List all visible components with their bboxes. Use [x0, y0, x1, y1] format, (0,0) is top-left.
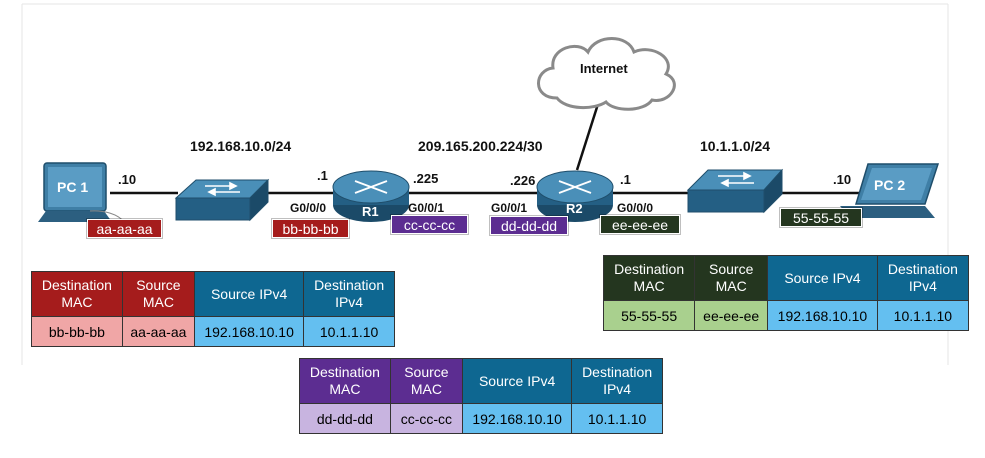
pc2-icon: [840, 163, 940, 218]
r1-icon: [332, 170, 410, 222]
cell-dest-mac: bb-bb-bb: [31, 316, 123, 347]
cell-src-mac: ee-ee-ee: [694, 300, 769, 331]
frame-table-r1-r2: Destination MAC Source MAC Source IPv4 D…: [299, 358, 663, 434]
col-header-src-mac: Source MAC: [389, 358, 464, 404]
network-label-lan1: 192.168.10.0/24: [190, 138, 292, 154]
internet-label: Internet: [580, 61, 628, 76]
col-header-dest-ipv4: Destination IPv4: [571, 358, 663, 404]
col-header-src-mac: Source MAC: [694, 255, 769, 301]
r2-g001-iface-label: G0/0/1: [491, 201, 528, 215]
table-row: 55-55-55 ee-ee-ee 192.168.10.10 10.1.1.1…: [602, 300, 970, 331]
internet-cloud: [537, 37, 676, 111]
r1-g001-host-label: .225: [413, 171, 439, 186]
r2-label: R2: [566, 201, 583, 216]
table-row: dd-dd-dd cc-cc-cc 192.168.10.10 10.1.1.1…: [299, 403, 663, 434]
cell-src-ipv4: 192.168.10.10: [767, 300, 878, 331]
r2-g001-host-label: .226: [510, 173, 536, 188]
r2-g000-iface-label: G0/0/0: [617, 201, 654, 215]
r2-g001-mac-tag: dd-dd-dd: [489, 215, 569, 236]
r1-g001-mac-tag: cc-cc-cc: [390, 214, 469, 235]
col-header-src-mac: Source MAC: [121, 271, 196, 317]
cell-dest-ipv4: 10.1.1.10: [876, 300, 970, 331]
col-header-dest-ipv4: Destination IPv4: [876, 255, 970, 301]
pc2-host-label: .10: [833, 172, 852, 187]
table-row: bb-bb-bb aa-aa-aa 192.168.10.10 10.1.1.1…: [31, 316, 395, 347]
col-header-src-ipv4: Source IPv4: [462, 358, 573, 404]
switch2-icon: [686, 168, 784, 214]
col-header-dest-mac: Destination MAC: [299, 358, 391, 404]
col-header-src-ipv4: Source IPv4: [194, 271, 305, 317]
cell-dest-mac: 55-55-55: [602, 300, 696, 331]
table-header-row: Destination MAC Source MAC Source IPv4 D…: [31, 271, 395, 317]
pc1-mac-tag: aa-aa-aa: [86, 218, 163, 239]
table-header-row: Destination MAC Source MAC Source IPv4 D…: [299, 358, 663, 404]
cell-dest-ipv4: 10.1.1.10: [303, 316, 395, 347]
cell-src-mac: cc-cc-cc: [389, 403, 464, 434]
r1-g001-iface-label: G0/0/1: [408, 201, 445, 215]
col-header-dest-ipv4: Destination IPv4: [303, 271, 395, 317]
switch1-icon: [174, 178, 270, 222]
frame-table-pc1-r1: Destination MAC Source MAC Source IPv4 D…: [31, 271, 395, 347]
network-label-lan2: 10.1.1.0/24: [700, 138, 771, 154]
cell-dest-ipv4: 10.1.1.10: [571, 403, 663, 434]
network-label-wan: 209.165.200.224/30: [418, 138, 543, 154]
r1-g000-iface-label: G0/0/0: [290, 201, 327, 215]
pc1-icon: [38, 162, 125, 223]
col-header-dest-mac: Destination MAC: [602, 255, 696, 301]
cell-src-mac: aa-aa-aa: [121, 316, 196, 347]
cell-src-ipv4: 192.168.10.10: [462, 403, 573, 434]
r1-g000-host-label: .1: [317, 168, 328, 183]
table-header-row: Destination MAC Source MAC Source IPv4 D…: [602, 255, 970, 301]
cell-src-ipv4: 192.168.10.10: [194, 316, 305, 347]
link-r2-internet: [575, 103, 600, 171]
pc2-label: PC 2: [874, 177, 906, 193]
links: [110, 103, 868, 195]
r2-icon: [536, 170, 614, 222]
pc1-label: PC 1: [57, 179, 89, 195]
cell-dest-mac: dd-dd-dd: [299, 403, 391, 434]
pc1-host-label: .10: [118, 172, 137, 187]
r2-g000-host-label: .1: [620, 172, 631, 187]
col-header-src-ipv4: Source IPv4: [767, 255, 878, 301]
r1-g000-mac-tag: bb-bb-bb: [271, 218, 350, 239]
r1-label: R1: [362, 204, 379, 219]
col-header-dest-mac: Destination MAC: [31, 271, 123, 317]
frame-table-r2-pc2: Destination MAC Source MAC Source IPv4 D…: [602, 255, 970, 331]
r2-g000-mac-tag: ee-ee-ee: [599, 214, 681, 235]
pc2-mac-tag: 55-55-55: [779, 207, 863, 228]
